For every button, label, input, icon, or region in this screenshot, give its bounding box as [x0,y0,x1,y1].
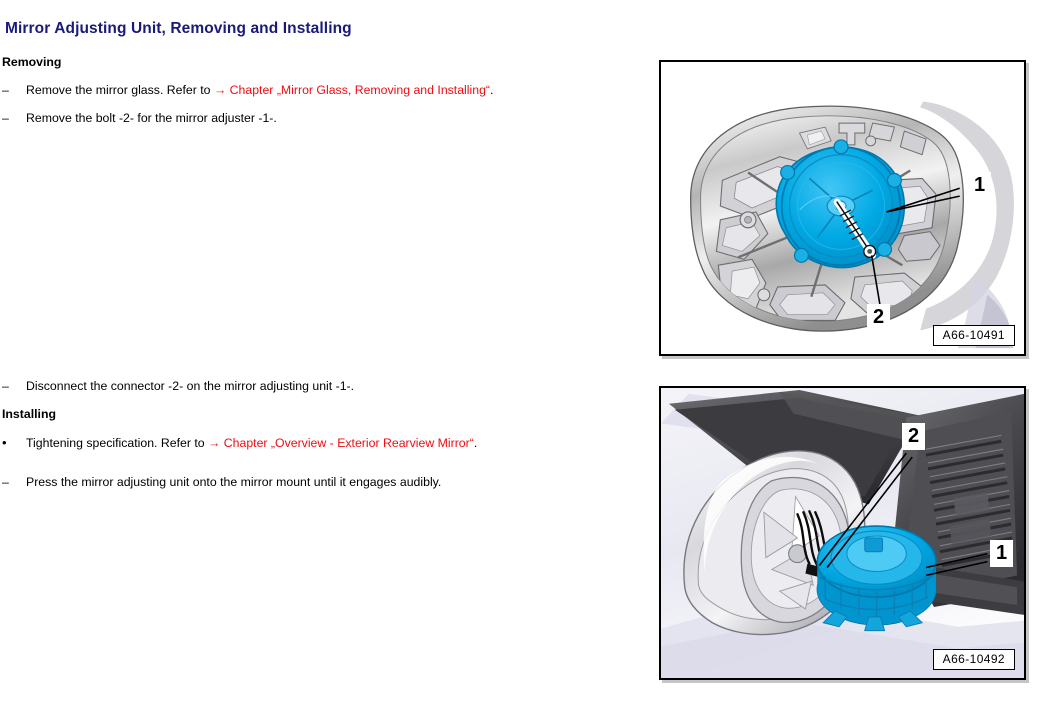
mirror-mount-illustration [661,388,1024,678]
text-column: Mirror Adjusting Unit, Removing and Inst… [2,20,493,490]
list-item-text: Press the mirror adjusting unit onto the… [26,475,442,489]
section-heading-installing: Installing [2,407,56,421]
list-item: – Disconnect the connector -2- on the mir… [2,379,354,394]
leader-line-1 [886,187,960,213]
list-marker: • [2,435,7,450]
chapter-link[interactable]: → Chapter „Mirror Glass, Removing and In… [213,83,491,97]
callout-1: 1 [968,172,992,199]
figure-2-artwork: 2 1 A66-10492 [661,388,1024,678]
list-marker: – [2,475,9,489]
list-item-text: Disconnect the connector -2- on the mirr… [26,379,355,393]
leader-line-2 [870,255,882,309]
figure-1-artwork: 1 2 A66-10491 [661,62,1024,354]
list-item-tail: . [490,83,494,97]
list-item: – Press the mirror adjusting unit onto th… [2,475,441,490]
list-item: • Tightening specification. Refer to → Ch… [2,435,477,451]
leader-line-2b [818,452,907,567]
figure-caption: A66-10491 [932,325,1015,346]
list-item-tail: . [473,436,478,450]
list-item-text: Remove the bolt -2- for the mirror adjus… [26,111,277,125]
mirror-housing-illustration [690,101,1014,349]
list-marker: – [2,111,9,125]
leader-line-1b [925,552,988,569]
section-heading-removing: Removing [2,55,62,69]
page-title: Mirror Adjusting Unit, Removing and Inst… [5,20,352,37]
list-item-text: Remove the mirror glass. Refer to [26,83,214,97]
list-item: – Remove the bolt -2- for the mirror adju… [2,111,277,126]
callout-2: 2 [867,304,891,331]
figure-mirror-adjuster-exploded: 1 2 A66-10491 [659,60,1026,356]
figure-caption: A66-10492 [932,649,1015,670]
list-item-text: Tightening specification. Refer to [26,436,209,450]
list-marker: – [2,379,9,393]
figure-mirror-adjuster-installed: 2 1 A66-10492 [659,386,1026,680]
callout-1: 1 [990,540,1014,567]
list-marker: – [2,83,9,97]
chapter-link[interactable]: → Chapter „Overview - Exterior Rearview … [208,436,474,450]
mirror-adjuster-highlight-2 [816,525,937,632]
mirror-adjuster-bolt [833,198,877,259]
callout-2: 2 [902,423,926,450]
list-item: – Remove the mirror glass. Refer to → Cha… [2,83,493,98]
